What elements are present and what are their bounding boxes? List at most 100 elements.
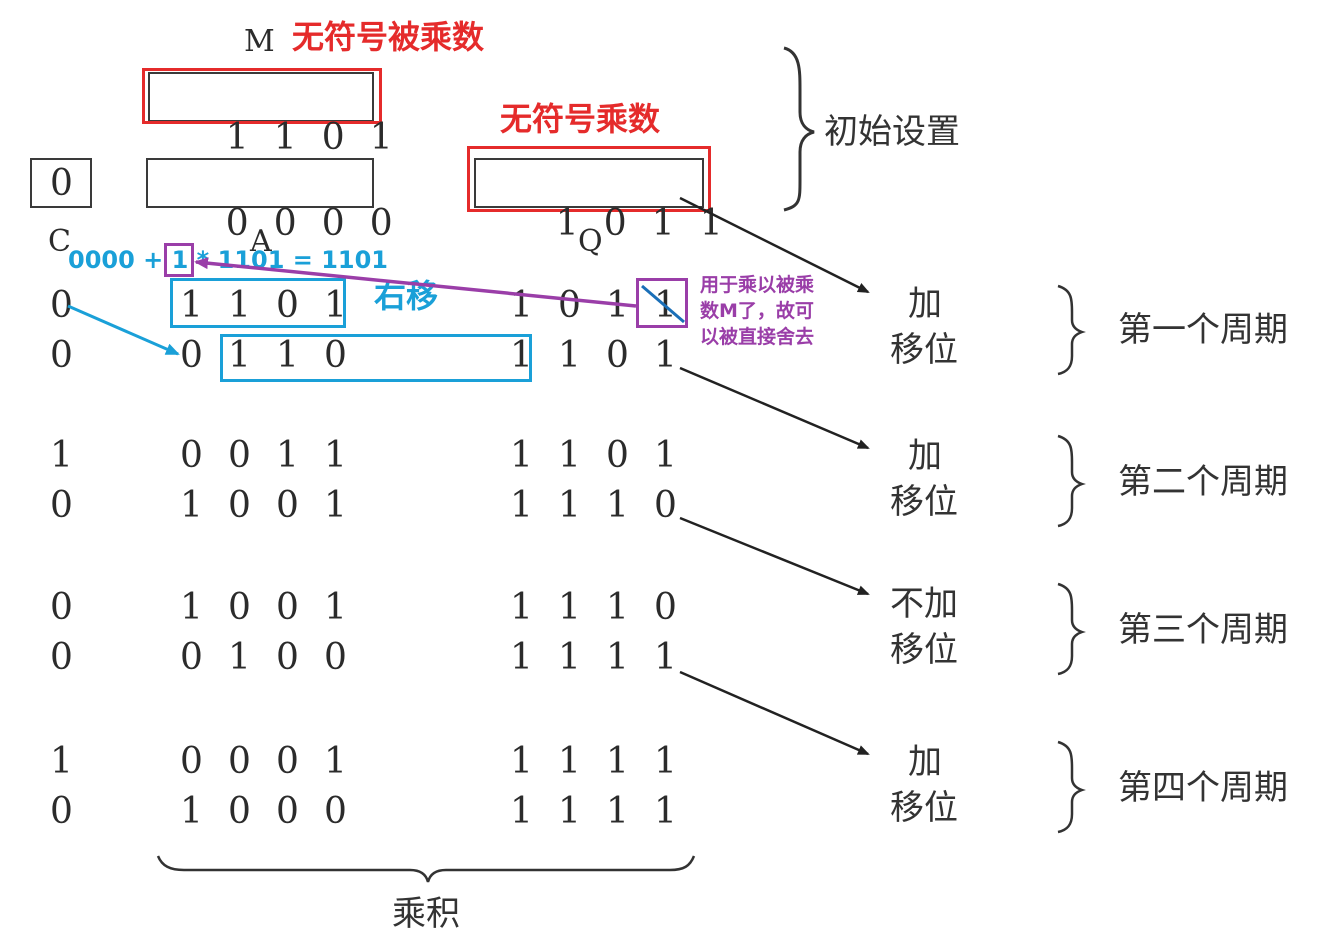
row-a-bit: 0 (324, 791, 347, 832)
a-register-box (146, 158, 374, 208)
q-register-highlight (467, 146, 711, 212)
row-a-bit: 0 (228, 587, 251, 628)
row-a-bit: 0 (180, 741, 203, 782)
equation-annotation: 0000 + 1 * 1101 = 1101 (68, 244, 388, 276)
row-q-bit: 1 (606, 485, 629, 526)
discarded-bit-arrow (194, 257, 637, 308)
row-c-bit: 0 (50, 791, 73, 832)
m-bit: 1 (225, 117, 249, 158)
discard-note-line: 以被直接舍去 (700, 326, 815, 348)
product-label: 乘积 (392, 894, 460, 934)
discard-note-line: 数M了，故可 (700, 300, 814, 322)
cycle-label: 第一个周期 (1118, 310, 1288, 350)
q-register-box (474, 158, 704, 208)
equation-bit: 1 (171, 246, 189, 274)
row-a-bit: 0 (276, 285, 299, 326)
row-c-bit: 0 (50, 285, 73, 326)
m-register-label: M (244, 24, 275, 59)
row-a-bit: 1 (228, 637, 251, 678)
carry-shift-arrow (67, 304, 180, 356)
multiplicand-annotation: 无符号被乘数 (292, 18, 485, 56)
step-operation: 加 (908, 284, 942, 324)
row-a-bit: 1 (180, 285, 203, 326)
row-q-bit: 1 (654, 435, 677, 476)
c-register-value: 0 (50, 163, 73, 204)
row-q-bit: 0 (558, 285, 581, 326)
row-q-bit: 1 (654, 637, 677, 678)
equation-prefix: 0000 + (68, 246, 172, 274)
cycle-label: 第三个周期 (1118, 610, 1288, 650)
row-q-bit: 1 (558, 335, 581, 376)
row-q-bit: 1 (558, 435, 581, 476)
cycle-label: 第二个周期 (1118, 462, 1288, 502)
row-q-bit: 1 (558, 791, 581, 832)
a-bit: 0 (225, 203, 249, 244)
row-a-bit: 0 (228, 791, 251, 832)
row-a-bit: 0 (180, 637, 203, 678)
row-q-bit: 1 (558, 485, 581, 526)
row-q-bit: 1 (606, 791, 629, 832)
row-q-bit: 1 (558, 741, 581, 782)
multiplier-annotation: 无符号乘数 (500, 100, 661, 138)
row-c-bit: 0 (50, 485, 73, 526)
step-shift: 移位 (890, 330, 958, 370)
row-a-bit: 0 (276, 637, 299, 678)
q-label: Q (578, 224, 603, 259)
row-q-bit: 1 (510, 485, 533, 526)
step-operation: 加 (908, 436, 942, 476)
row-a-bit: 1 (228, 335, 251, 376)
shifted-bits-highlight (220, 334, 532, 382)
discard-note-line: 用于乘以被乘 (700, 274, 815, 296)
step-shift: 移位 (890, 630, 958, 670)
step-arrow (679, 196, 870, 294)
row-q-bit: 1 (654, 791, 677, 832)
row-a-bit: 1 (324, 285, 347, 326)
equation-bit-highlight (164, 243, 194, 277)
row-a-bit: 1 (180, 587, 203, 628)
step-arrow (679, 366, 870, 450)
discarded-bit-highlight (636, 278, 688, 328)
row-q-bit: 1 (558, 587, 581, 628)
row-q-bit: 0 (654, 587, 677, 628)
cycle-label: 第四个周期 (1118, 768, 1288, 808)
m-bit: 1 (369, 117, 393, 158)
row-a-bit: 1 (324, 741, 347, 782)
row-a-bit: 1 (228, 285, 251, 326)
step-operation: 加 (908, 742, 942, 782)
step-arrow (679, 516, 870, 596)
row-a-bit: 0 (276, 587, 299, 628)
row-a-bit: 0 (276, 791, 299, 832)
m-bit: 0 (321, 117, 345, 158)
added-a-highlight (170, 278, 346, 328)
m-register-highlight (142, 68, 382, 124)
row-q-bit: 1 (510, 435, 533, 476)
row-q-bit: 1 (510, 637, 533, 678)
step-shift: 移位 (890, 482, 958, 522)
step-arrow (679, 670, 870, 756)
row-c-bit: 1 (50, 435, 73, 476)
a-bit: 0 (273, 203, 297, 244)
row-a-bit: 0 (324, 637, 347, 678)
row-c-bit: 0 (50, 587, 73, 628)
row-a-bit: 1 (324, 435, 347, 476)
init-setup-label: 初始设置 (824, 112, 960, 152)
row-a-bit: 0 (228, 485, 251, 526)
init-brace (783, 46, 815, 212)
cycle-brace (1057, 284, 1086, 376)
row-q-bit: 1 (654, 741, 677, 782)
row-a-bit: 0 (276, 485, 299, 526)
a-bit: 0 (369, 203, 393, 244)
row-a-bit: 1 (276, 335, 299, 376)
q-bit: 1 (699, 203, 723, 244)
row-q-bit: 1 (510, 335, 533, 376)
row-c-bit: 0 (50, 637, 73, 678)
row-a-bit: 0 (180, 435, 203, 476)
row-c-bit: 1 (50, 741, 73, 782)
cycle-brace (1057, 582, 1086, 676)
c-register-box (30, 158, 92, 208)
